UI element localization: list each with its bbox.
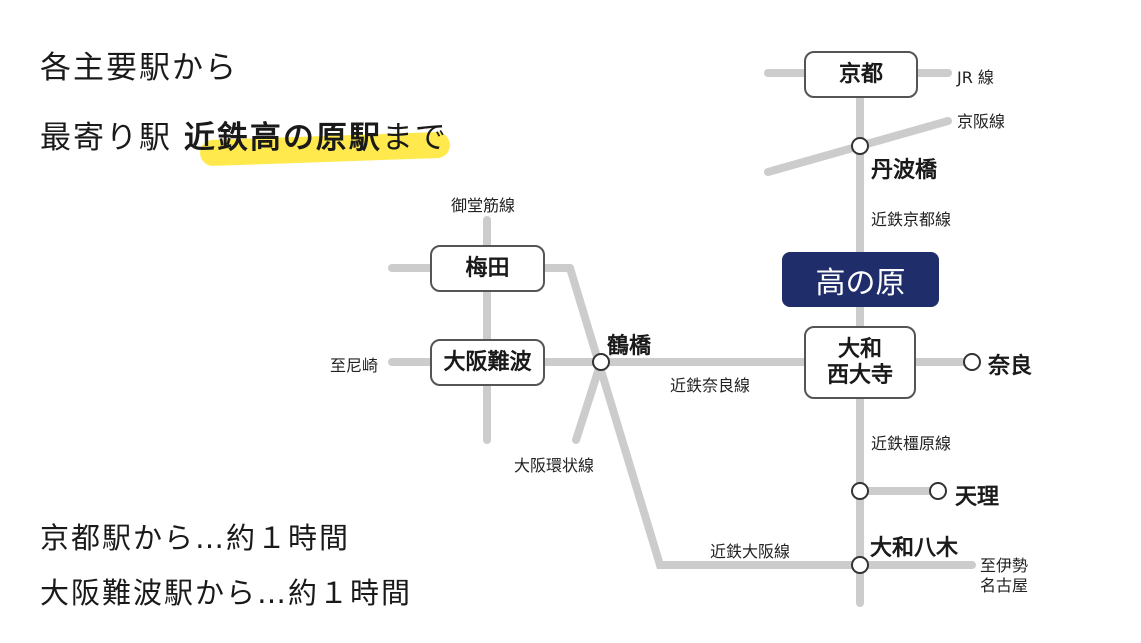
line-label-kintetsu-kyoto: 近鉄京都線	[871, 210, 952, 229]
station-box-kyoto: 京都	[804, 51, 918, 98]
station-yamato-saidaiji-line1: 大和	[837, 337, 882, 363]
line-label-keihan: 京阪線	[957, 112, 1006, 131]
station-dot-yamato-yagi	[851, 556, 869, 574]
travel-time-osaka-namba: 大阪難波駅から…約１時間	[40, 576, 413, 610]
station-circles	[592, 137, 981, 574]
line-label-to-amagasaki: 至尼崎	[330, 356, 379, 375]
heading-line2: 最寄り駅 近鉄高の原駅まで	[40, 112, 448, 157]
station-box-umeda: 梅田	[430, 245, 545, 292]
track-loop-branch	[572, 358, 605, 444]
heading-line2-suffix: まで	[381, 120, 448, 156]
station-label-tanbabashi: 丹波橋	[871, 158, 938, 183]
station-label-tsuruhashi: 鶴橋	[607, 334, 652, 359]
station-dot-nara	[963, 353, 981, 371]
line-label-jr: JR 線	[957, 68, 994, 87]
station-dot-kashihara-junction	[851, 482, 869, 500]
track-loop-osaka-line	[566, 264, 976, 569]
line-label-kintetsu-kashihara: 近鉄橿原線	[871, 434, 952, 453]
station-dot-tenri	[929, 482, 947, 500]
line-label-to-ise: 至伊勢 名古屋	[980, 556, 1028, 596]
line-label-to-ise-line2: 名古屋	[980, 576, 1029, 595]
heading-line2-prefix: 最寄り駅	[40, 120, 172, 156]
station-yamato-saidaiji-line2: 西大寺	[826, 362, 893, 388]
heading-line2-highlight: 近鉄高の原駅	[183, 120, 382, 156]
travel-time-kyoto: 京都駅から…約１時間	[40, 521, 351, 555]
station-box-yamato-saidaiji: 大和 西大寺	[804, 326, 916, 399]
station-dot-tsuruhashi	[592, 353, 610, 371]
line-label-kintetsu-osaka: 近鉄大阪線	[710, 542, 791, 561]
station-label-tenri: 天理	[955, 485, 1000, 510]
station-box-takanohara: 高の原	[782, 252, 939, 307]
station-box-osaka-namba: 大阪難波	[430, 339, 545, 386]
line-label-osaka-loop: 大阪環状線	[514, 456, 595, 475]
line-label-midosuji: 御堂筋線	[451, 196, 516, 215]
station-label-nara: 奈良	[988, 354, 1033, 379]
station-dot-tanbabashi	[851, 137, 869, 155]
heading-line1: 各主要駅から	[40, 50, 238, 86]
station-label-yamato-yagi: 大和八木	[870, 536, 959, 561]
line-label-to-ise-line1: 至伊勢	[980, 556, 1029, 575]
line-label-kintetsu-nara: 近鉄奈良線	[670, 376, 751, 395]
